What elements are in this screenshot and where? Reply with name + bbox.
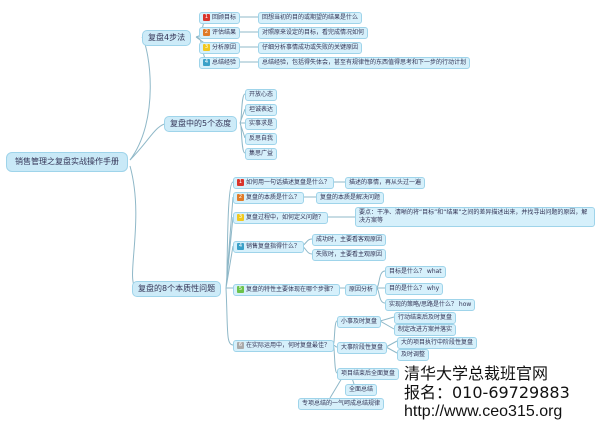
watermark-line-1: 清华大学总裁班官网 <box>404 364 549 383</box>
answer[interactable]: 成功时，主要看客观原因 <box>312 234 387 246</box>
answer[interactable]: 大的项目执行中阶段性复盘 <box>397 337 478 349</box>
number-2-icon: 2 <box>237 194 244 201</box>
attitude-item[interactable]: 集思广益 <box>245 148 278 160</box>
number-2-icon: 2 <box>203 29 210 36</box>
attitude-item[interactable]: 坦诚表达 <box>245 104 278 116</box>
step-detail[interactable]: 仔细分析事情成功或失败的关键原因 <box>258 42 363 54</box>
number-4-icon: 4 <box>237 243 244 250</box>
number-6-icon: 6 <box>237 342 244 349</box>
answer[interactable]: 描述的事情，再从头过一遍 <box>345 177 426 189</box>
timing-end[interactable]: 项目结束后全面复盘 <box>337 368 400 380</box>
answer[interactable]: 制定改进方案并落实 <box>394 324 457 336</box>
number-1-icon: 1 <box>203 14 210 21</box>
answer[interactable]: 目标是什么？ what <box>385 266 446 278</box>
number-4-icon: 4 <box>203 59 210 66</box>
answer[interactable]: 复盘的本质是解决问题 <box>316 192 385 204</box>
answer[interactable]: 专项总结的一气呵成总结规律 <box>298 398 385 410</box>
answer[interactable]: 行动结束后及时复盘 <box>394 312 457 324</box>
timing-small[interactable]: 小事及时复盘 <box>337 316 382 328</box>
attitude-item[interactable]: 实事求是 <box>245 118 278 130</box>
answer[interactable]: 及时调整 <box>397 349 430 361</box>
answer[interactable]: 目的是什么？ why <box>385 283 444 295</box>
answer[interactable]: 要点：干净、清晰的将“目标”和“结果”之间的差异描述出来，并找寻出问题的原因，解… <box>355 207 595 227</box>
answer[interactable]: 全面总结 <box>345 384 378 396</box>
branch-4-steps[interactable]: 复盘4步法 <box>142 30 192 46</box>
branch-8-questions[interactable]: 复盘的8个本质性问题 <box>132 281 222 297</box>
number-5-icon: 5 <box>237 286 244 293</box>
number-1-icon: 1 <box>237 179 244 186</box>
attitude-item[interactable]: 反思自我 <box>245 133 278 145</box>
answer[interactable]: 失败时，主要看主观原因 <box>312 249 387 261</box>
answer[interactable]: 实现的策略/思路是什么？ how <box>385 299 476 311</box>
timing-big[interactable]: 大事阶段性复盘 <box>337 342 388 354</box>
watermark-line-2: 报名：010-69729883 <box>404 383 570 402</box>
step-detail[interactable]: 回想当初的目的或期望的结果是什么 <box>258 12 363 24</box>
step-detail[interactable]: 总结经验，包括得失体会，甚至有规律性的东西值得思考和下一步的行动计划 <box>258 57 471 69</box>
step-detail[interactable]: 对照原来设定的目标，看完成情况如何 <box>258 27 369 39</box>
number-3-icon: 3 <box>237 214 244 221</box>
attitude-item[interactable]: 开放心态 <box>245 89 278 101</box>
branch-5-attitudes[interactable]: 复盘中的5个态度 <box>164 116 238 132</box>
root-node[interactable]: 销售管理之复盘实战操作手册 <box>6 152 128 172</box>
watermark: 清华大学总裁班官网 报名：010-69729883 http://www.ceo… <box>404 364 570 421</box>
number-3-icon: 3 <box>203 44 210 51</box>
watermark-line-3: http://www.ceo315.org <box>404 403 563 420</box>
answer[interactable]: 原因分析 <box>345 284 378 296</box>
